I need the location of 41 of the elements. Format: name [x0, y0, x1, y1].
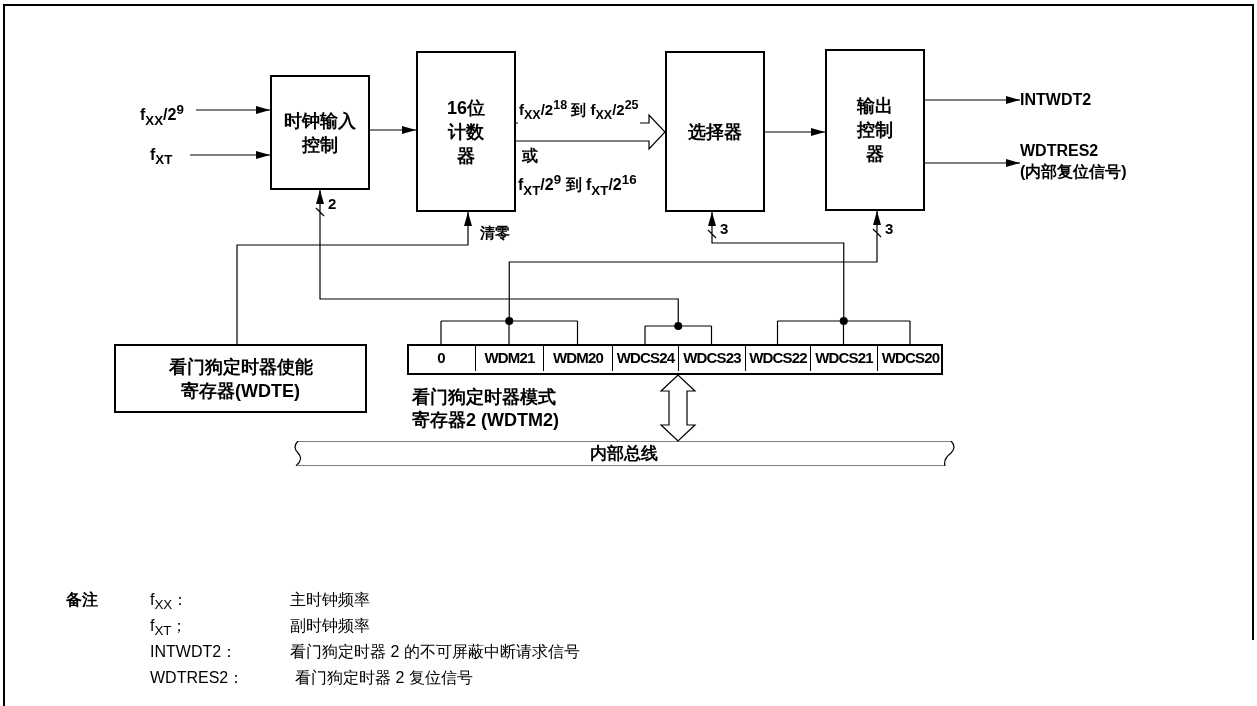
block-box: 选择器 — [665, 51, 765, 212]
note-term: INTWDT2： — [150, 642, 238, 662]
note-text: 看门狗定时器 2 复位信号 — [295, 668, 473, 688]
edge-label: 清零 — [479, 223, 511, 242]
arrow — [189, 151, 271, 159]
note-term: f$_{XX}$： — [150, 590, 189, 615]
connector-line — [315, 189, 713, 345]
arrow — [369, 126, 417, 134]
bus-arrow — [659, 374, 697, 442]
register-title: 看门狗定时器模式寄存器2 (WDTM2) — [412, 386, 560, 432]
block-box: 看门狗定时器使能寄存器(WDTE) — [114, 344, 367, 413]
note-term: f$_{XT}$； — [150, 616, 188, 641]
register-bit-cell: WDCS23 — [678, 344, 745, 371]
arrow — [195, 106, 271, 114]
notes-heading: 备注 — [66, 590, 98, 610]
note-text: 主时钟频率 — [290, 590, 370, 610]
signal-label: INTWDT2 — [1020, 89, 1110, 111]
register-bit-cell: WDCS22 — [745, 344, 810, 371]
block-box: 输出控制器 — [825, 49, 925, 211]
register-bit-cell: 0 — [407, 344, 475, 371]
bus-arrow — [515, 113, 666, 151]
register-bit-cell: WDCS21 — [810, 344, 877, 371]
register-bit-cell: WDM21 — [475, 344, 543, 371]
arrow — [924, 159, 1021, 167]
signal-label: f$_{XT}$ — [150, 144, 190, 166]
connector-line — [707, 211, 911, 345]
signal-label: f$_{XT}$/2$^{9}$ 到 f$_{XT}$/2$^{16}$ — [518, 171, 637, 200]
register-bit-cell: WDM20 — [543, 344, 612, 371]
signal-label: WDTRES2 (内部复位信号) — [1020, 140, 1180, 186]
block-box: 16位计数器 — [416, 51, 516, 212]
note-text: 看门狗定时器 2 的不可屏蔽中断请求信号 — [290, 642, 580, 662]
arrow — [924, 96, 1021, 104]
arrow — [764, 128, 826, 136]
note-term: WDTRES2： — [150, 668, 245, 688]
block-box: 时钟输入控制 — [270, 75, 370, 190]
note-text: 副时钟频率 — [290, 616, 370, 636]
bus-band: 内部总线 — [292, 441, 955, 466]
connector-line — [440, 210, 882, 345]
register-bit-cell: WDCS24 — [612, 344, 678, 371]
arrow — [236, 211, 472, 345]
register-bit-cell: WDCS20 — [877, 344, 943, 371]
